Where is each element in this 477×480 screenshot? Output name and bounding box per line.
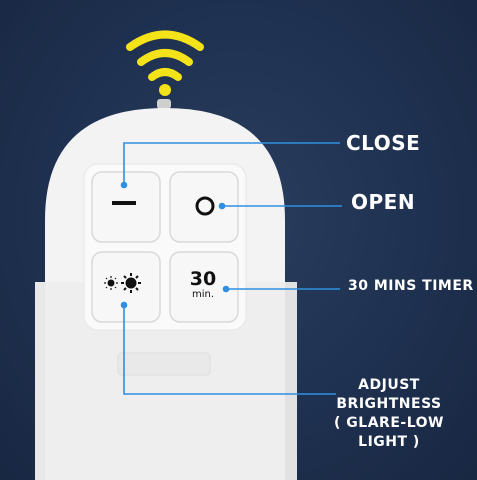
timer-button-unit: min. <box>191 289 215 300</box>
sun-brightness-icon <box>104 273 141 293</box>
open-button[interactable] <box>169 171 239 243</box>
minus-icon <box>112 201 136 205</box>
callout-lines <box>120 142 342 395</box>
timer-button[interactable] <box>169 251 239 323</box>
adjust-line-1: ADJUST <box>358 377 420 393</box>
adjust-brightness-label: ADJUST BRIGHTNESS ( GLARE-LOW LIGHT ) <box>334 376 444 452</box>
adjust-line-4: LIGHT ) <box>358 434 420 450</box>
wifi-dot <box>159 84 171 96</box>
antenna-nub <box>157 99 171 109</box>
close-button[interactable] <box>91 171 161 243</box>
timer-button-number: 30 <box>189 268 217 290</box>
circle-icon <box>195 196 215 216</box>
brightness-button[interactable] <box>91 251 161 323</box>
timer-label: 30 MINS TIMER <box>348 278 474 294</box>
wifi-signal-icon <box>126 30 204 81</box>
close-callout-line <box>123 142 340 185</box>
adjust-line-2: BRIGHTNESS <box>336 396 442 412</box>
adjust-callout-line <box>123 305 336 395</box>
close-label: CLOSE <box>346 131 421 155</box>
adjust-line-3: ( GLARE-LOW <box>334 415 444 431</box>
open-label: OPEN <box>351 190 416 214</box>
